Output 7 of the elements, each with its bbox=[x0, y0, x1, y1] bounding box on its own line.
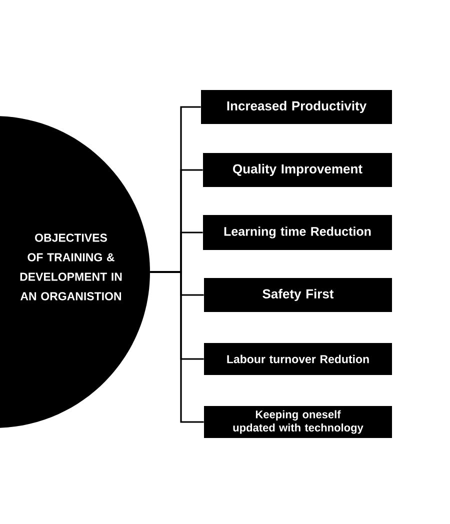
connector bbox=[150, 271, 204, 423]
objective-box: Increased Productivity bbox=[201, 90, 392, 124]
objective-box: Quality Improvement bbox=[203, 153, 392, 187]
objective-box: Learning time Reduction bbox=[203, 215, 392, 250]
objective-box: Keeping oneself updated with technology bbox=[204, 406, 392, 438]
objective-box: Labour turnover Redution bbox=[204, 343, 392, 375]
objective-box: Safety First bbox=[204, 278, 392, 312]
